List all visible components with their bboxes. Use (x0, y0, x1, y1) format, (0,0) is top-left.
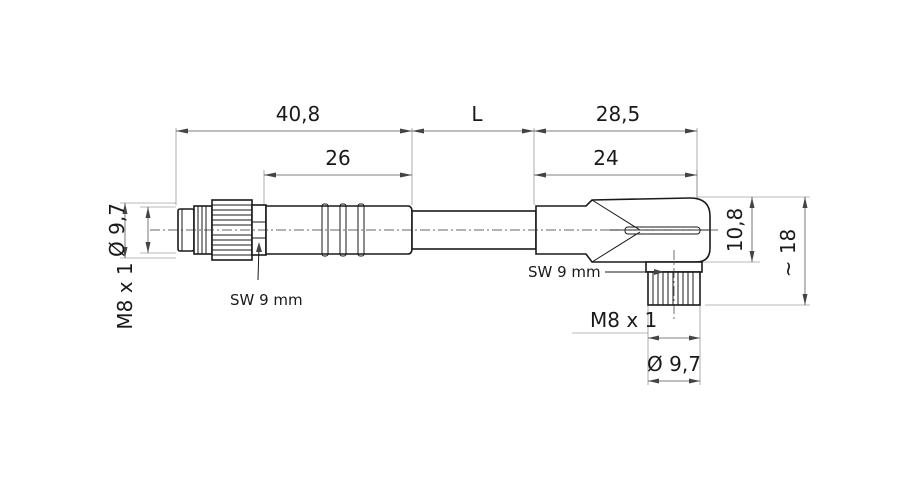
dimension-label: 10,8 (723, 208, 747, 253)
dimension-26: 26 (264, 146, 412, 178)
dimension-28-5: 28,5 (534, 102, 697, 134)
dimension-diameter-right: Ø 9,7 (647, 352, 701, 384)
sw-left-label: SW 9 mm (230, 291, 303, 309)
dimension-label: 28,5 (596, 102, 641, 126)
dimension-24: 24 (534, 146, 697, 178)
dimension-label: 40,8 (276, 102, 321, 126)
knurl-lines (212, 204, 252, 256)
dimension-label: Ø 9,7 (647, 352, 701, 376)
knurl-lines-right (652, 272, 694, 305)
dimension-m8-right: M8 x 1 (590, 308, 700, 341)
dimension-label: Ø 9,7 (105, 203, 129, 257)
sw-left-callout: SW 9 mm (230, 242, 303, 309)
sw-right-callout: SW 9 mm (528, 263, 664, 281)
right-connector (535, 197, 711, 306)
dimension-L: L (412, 102, 534, 134)
dimension-18: ~ 18 (776, 197, 808, 305)
dimension-label: 24 (593, 146, 618, 170)
dimension-diameter-left: Ø 9,7 M8 x 1 (105, 203, 151, 330)
dimension-label: M8 x 1 (590, 308, 657, 332)
dimension-label: M8 x 1 (113, 262, 137, 329)
dimension-10-8: 10,8 (723, 197, 755, 262)
dimension-40-8: 40,8 (176, 102, 412, 134)
dimension-label: L (471, 102, 483, 126)
sw-right-label: SW 9 mm (528, 263, 601, 281)
dimension-label: 26 (325, 146, 350, 170)
dimension-label: ~ 18 (776, 229, 800, 278)
